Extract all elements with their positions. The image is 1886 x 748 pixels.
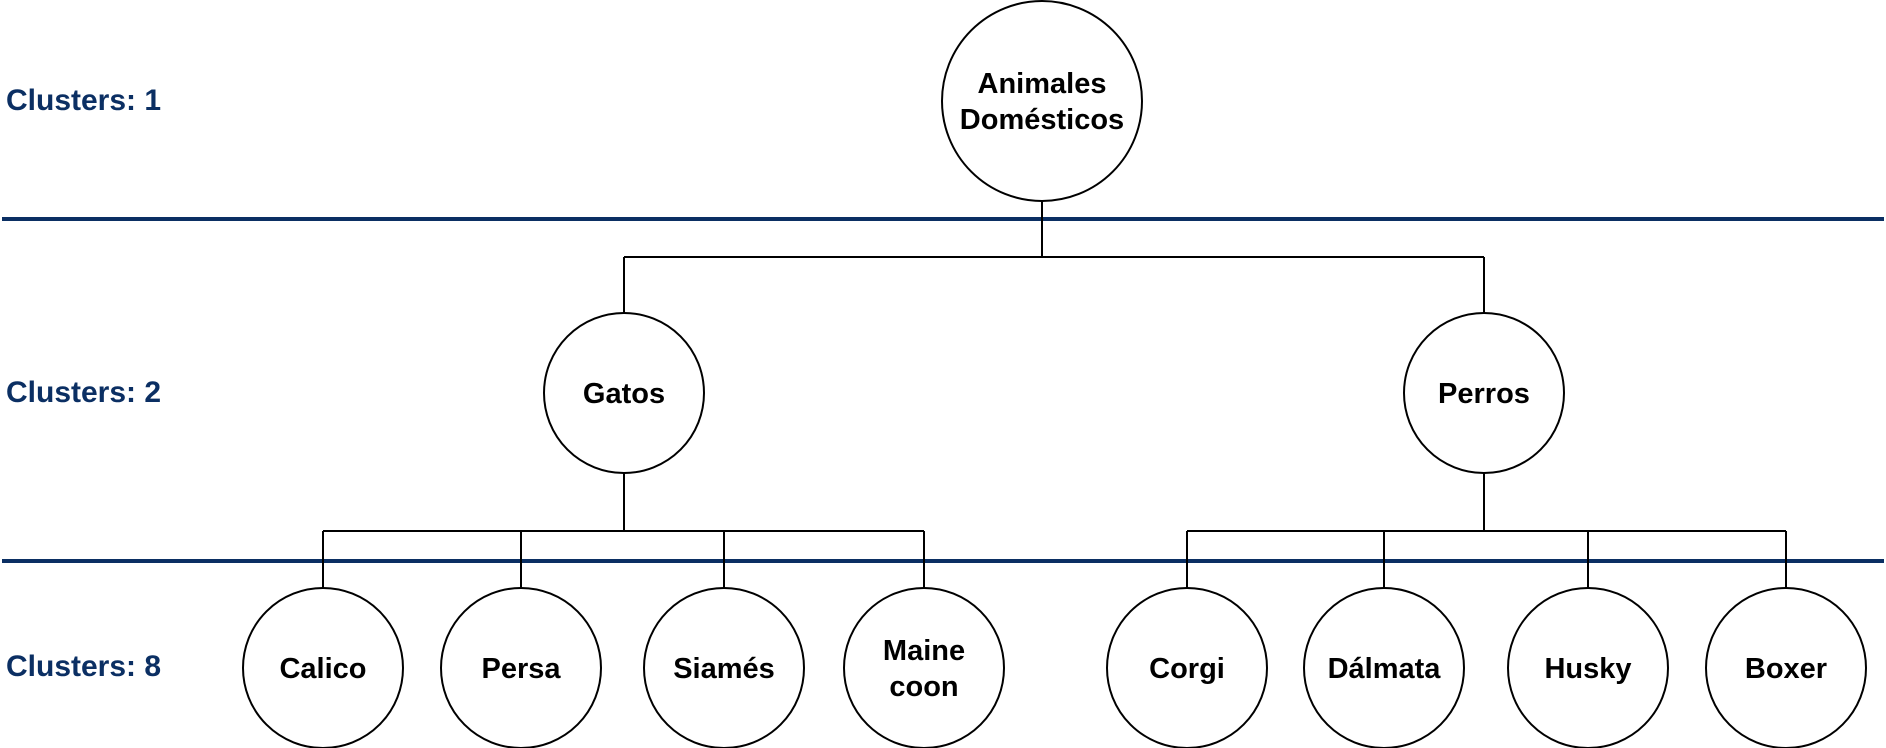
level-label-2: Clusters: 2 xyxy=(6,376,161,409)
node-siames: Siamés xyxy=(643,587,805,748)
node-circle xyxy=(1507,587,1669,748)
node-label: Maine xyxy=(883,635,965,667)
node-circle xyxy=(543,312,705,474)
tree-connectors xyxy=(322,201,1787,588)
node-circle xyxy=(643,587,805,748)
level-label-3: Clusters: 8 xyxy=(6,650,161,683)
node-label: Husky xyxy=(1544,653,1631,685)
node-gatos: Gatos xyxy=(543,312,705,474)
node-boxer: Boxer xyxy=(1705,587,1867,748)
node-label: Boxer xyxy=(1745,653,1827,685)
node-persa: Persa xyxy=(440,587,602,748)
node-label: Persa xyxy=(481,653,561,685)
node-label: Dálmata xyxy=(1328,653,1442,685)
node-maine-coon: Maine coon xyxy=(843,587,1005,748)
node-circle xyxy=(1303,587,1465,748)
node-circle xyxy=(1403,312,1565,474)
level-separators xyxy=(2,217,1884,563)
node-label: Calico xyxy=(279,653,366,685)
node-label: Perros xyxy=(1438,378,1530,410)
node-dalmata: Dálmata xyxy=(1303,587,1465,748)
node-label: coon xyxy=(889,671,958,703)
node-perros: Perros xyxy=(1403,312,1565,474)
node-corgi: Corgi xyxy=(1106,587,1268,748)
node-label: Domésticos xyxy=(960,104,1124,136)
node-circle xyxy=(843,587,1005,748)
node-circle xyxy=(1705,587,1867,748)
node-circle xyxy=(1106,587,1268,748)
node-husky: Husky xyxy=(1507,587,1669,748)
node-circle xyxy=(440,587,602,748)
node-label: Corgi xyxy=(1149,653,1225,685)
node-calico: Calico xyxy=(242,587,404,748)
node-circle xyxy=(242,587,404,748)
node-label: Siamés xyxy=(673,653,775,685)
node-circle xyxy=(941,0,1143,202)
node-label: Gatos xyxy=(583,378,665,410)
node-label: Animales xyxy=(978,68,1107,100)
level-label-1: Clusters: 1 xyxy=(6,84,161,117)
level-labels: Clusters: 1 Clusters: 2 Clusters: 8 xyxy=(6,84,161,683)
